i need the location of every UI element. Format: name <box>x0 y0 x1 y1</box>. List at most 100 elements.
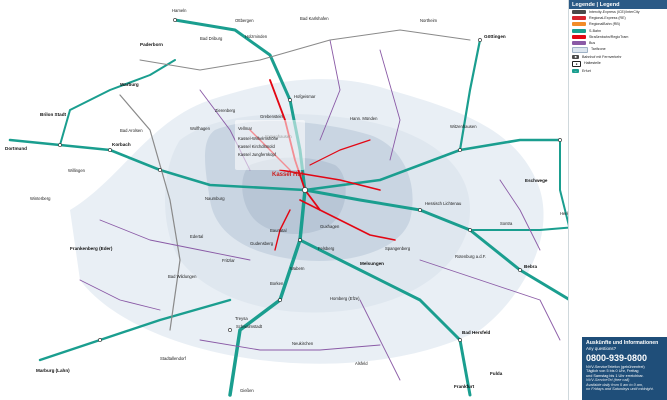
station-label: Spangenberg <box>385 246 411 251</box>
station-label: Bad Hersfeld <box>462 330 491 335</box>
legend-swatch <box>572 16 586 21</box>
center-label: Kassel Hbf <box>272 172 304 178</box>
legend-item: ● Haltestelle <box>569 60 667 68</box>
center-label: Kassel Kirchditmold <box>238 144 275 149</box>
station-marker <box>458 338 462 342</box>
kassel-center: Kassel Hbf Kassel-Wilhelmshöhe Kassel Ki… <box>235 120 305 233</box>
contact-phone[interactable]: 0800-939-0800 <box>586 353 648 363</box>
station-marker <box>98 338 102 342</box>
station-label: Frankfurt <box>454 384 475 389</box>
station-marker <box>158 168 162 172</box>
station-label: Hessisch Lichtenau <box>425 201 462 206</box>
station-label: Brilon Stadt <box>40 112 67 117</box>
station-label: Göttingen <box>484 34 506 39</box>
station-label: Alsfeld <box>355 361 368 366</box>
legend-swatch <box>572 28 586 33</box>
station-label: Ottbergen <box>235 18 254 23</box>
station-label: Bad Arolsen <box>120 128 143 133</box>
legend-item: Intercity-Express (ICE)/InterCity <box>569 9 667 15</box>
station-label: Rotenburg a.d.F. <box>455 254 486 259</box>
legend-label: Bus <box>589 41 596 46</box>
station-marker <box>173 18 177 22</box>
station-label: Witzenhausen <box>450 124 477 129</box>
station-label: Edertal <box>190 234 203 239</box>
station-label: Homberg (Efze) <box>330 296 360 301</box>
station-label: Grebenstein <box>260 114 283 119</box>
station-label: Korbach <box>112 142 131 147</box>
tariff-zones <box>70 79 544 364</box>
legend-label: Regional-Express (RE) <box>589 16 626 21</box>
station-marker <box>418 208 422 212</box>
center-label: Vellmar <box>238 126 253 131</box>
station-label: Bad Karlshafen <box>300 16 329 21</box>
station-label: Fulda <box>490 371 503 376</box>
station-label: Borken <box>270 281 284 286</box>
station-marker <box>558 138 562 142</box>
contact-text: und Samstag bis 1 Uhr erreichbar. <box>586 373 644 378</box>
station-marker <box>278 298 282 302</box>
station-marker <box>228 328 232 332</box>
legend-label: Tarifzone <box>591 47 606 52</box>
center-label: Kassel Jungfernkopf <box>238 152 277 157</box>
legend-item: RegionalBahn (RB) <box>569 21 667 27</box>
station-label: Warburg <box>120 82 139 87</box>
station-marker <box>288 98 292 102</box>
legend-label: S-Bahn <box>589 28 601 33</box>
station-label: Schwalmstadt <box>236 324 263 329</box>
station-label: Frankenberg (Eder) <box>70 246 113 251</box>
center-label: Baunatal <box>270 228 287 233</box>
legend-label: Straßenbahn/RegioTram <box>589 34 629 39</box>
station-label: Zierenberg <box>215 108 236 113</box>
station-label: Eschwege <box>525 178 548 183</box>
station-marker <box>108 148 112 152</box>
legend-label: Intercity-Express (ICE)/InterCity <box>589 10 640 14</box>
station-label: Felsberg <box>318 246 335 251</box>
station-label: Sontra <box>500 221 513 226</box>
legend-item: ■ Bahnhof mit Fernverkehr <box>569 54 667 60</box>
contact-title: Auskünfte und Informationen <box>586 340 659 346</box>
contact-text: Täglich von 5 bis 0 Uhr, Freitag <box>586 369 639 374</box>
station-label: Fritzlar <box>222 258 235 263</box>
contact-text: on Fridays and Saturdays until midnight. <box>586 387 654 392</box>
station-label: Marburg (Lahn) <box>36 368 70 373</box>
station-label: Neukirchen <box>292 341 314 346</box>
center-label: Kassel-Wilhelmshöhe <box>238 136 279 141</box>
legend-label: Bahnhof mit Fernverkehr <box>582 55 622 60</box>
station-marker <box>518 268 522 272</box>
station-label: Winterberg <box>30 196 51 201</box>
legend-title: Legende | Legend <box>569 0 667 9</box>
station-label: Dortmund <box>5 146 27 151</box>
station-label: Hofgeismar <box>294 94 316 99</box>
station-label: Bad Wildungen <box>168 274 197 279</box>
station-label: Treysa <box>235 316 248 321</box>
rail-lines <box>8 18 601 397</box>
contact-box: Auskünfte und Informationen Any question… <box>582 337 667 400</box>
legend-label: RegionalBahn (RB) <box>589 22 620 27</box>
legend-item: Regional-Express (RE) <box>569 15 667 21</box>
legend-item: Bus <box>569 40 667 46</box>
station-label: Northeim <box>420 18 437 23</box>
legend-label: Haltestelle <box>584 61 601 66</box>
station-label: Gießen <box>240 388 254 393</box>
station-label: Holzminden <box>245 34 268 39</box>
station-label: Bebra <box>524 264 537 269</box>
station-label: Gudensberg <box>250 241 274 246</box>
ice-station-icon: ■ <box>572 55 579 60</box>
station-label: Wabern <box>290 266 305 271</box>
legend-item: Straßenbahn/RegioTram <box>569 34 667 40</box>
contact-subtitle: Any questions? <box>586 346 617 351</box>
station-label: Hann. Münden <box>350 116 378 121</box>
station-marker <box>302 187 308 193</box>
legend-swatch <box>572 22 586 27</box>
legend-item: → Erfurt <box>569 68 667 74</box>
legend-item: S-Bahn <box>569 28 667 34</box>
station-marker <box>458 148 462 152</box>
station-label: Paderborn <box>140 42 163 47</box>
station-label: Willingen <box>68 168 86 173</box>
station-label: Guxhagen <box>320 224 340 229</box>
legend-panel: Legende | Legend Intercity-Express (ICE)… <box>568 0 667 400</box>
stop-icon: ● <box>572 61 581 68</box>
legend-swatch <box>572 47 588 54</box>
arrow-icon: → <box>572 69 579 74</box>
